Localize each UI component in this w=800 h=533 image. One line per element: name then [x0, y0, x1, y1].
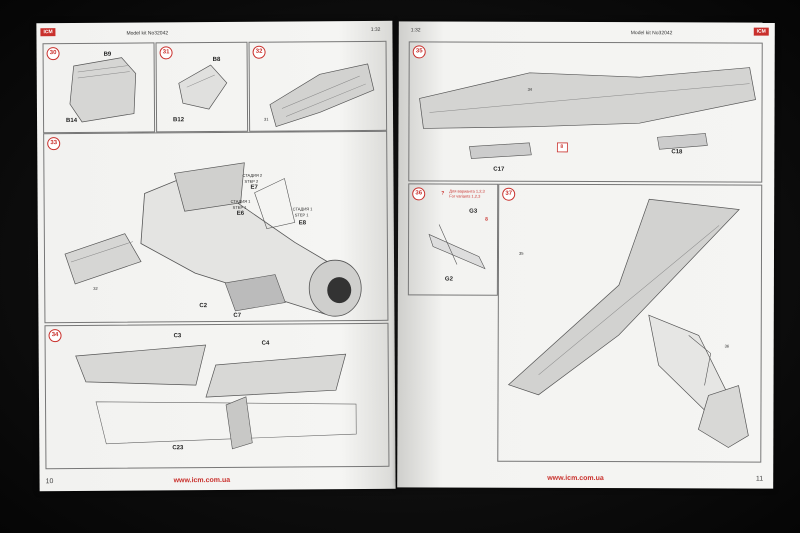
part-label: C18	[671, 149, 683, 156]
header-scale: 1:32	[370, 26, 381, 33]
right-page: 1:32 Model kit No32042 ICM 35 34 8 C17 C…	[397, 21, 775, 489]
stage-label: STEP 1	[294, 212, 309, 218]
header-kit-number: Model kit No32042	[630, 30, 673, 37]
stage-label: STEP 2	[244, 178, 259, 184]
stage-label: STEP 1	[232, 204, 247, 210]
part-label: B9	[103, 51, 112, 58]
header-scale: 1:32	[410, 27, 421, 34]
part-label: B12	[173, 117, 185, 124]
part-label: E6	[236, 210, 245, 217]
part-label: G2	[444, 276, 453, 283]
panel-step-37: 37 35 36	[497, 183, 763, 463]
panel-step-32: 32 31	[248, 40, 388, 132]
fuselage-drawing-33	[64, 162, 362, 317]
header-kit-number: Model kit No32042	[126, 30, 169, 37]
left-page: ICM Model kit No32042 1:32 30 B9 B14 31 …	[36, 20, 396, 492]
part-label: C23	[172, 445, 184, 452]
wing-drawing-35	[419, 67, 756, 159]
part-label: C17	[493, 166, 505, 173]
sub-assembly-ref: 32	[93, 285, 98, 291]
part-label: B8	[212, 56, 221, 64]
wing-drawing-34	[75, 344, 357, 450]
part-label: B14	[66, 117, 78, 125]
stage-label: СТАДИЯ 1	[292, 206, 313, 212]
sub-assembly-ref: 35	[518, 250, 524, 256]
part-label: C3	[173, 333, 182, 340]
panel-step-33: 33 СТАДИЯ 2 STEP 2 E7 СТАДИЯ 1 STEP 1 E6…	[43, 130, 389, 324]
sub-assembly-ref: 31	[264, 116, 269, 122]
part-label: E8	[298, 220, 307, 227]
icm-logo: ICM	[753, 27, 769, 36]
footer-url: www.icm.com.ua	[547, 474, 604, 483]
biplane-drawing-37	[507, 198, 749, 448]
sub-assembly-ref: 34	[527, 86, 533, 92]
panel-step-36: 36 Для варианта 1,2,3 For variants 1,2,3…	[407, 183, 499, 296]
panel-step-31: 31 B8 B12	[155, 41, 249, 133]
stage-label: СТАДИЯ 1	[230, 198, 251, 204]
sub-assembly-ref: 36	[724, 343, 730, 349]
panel-step-30: 30 B9 B14	[42, 42, 156, 134]
strut-drawing-36	[428, 224, 486, 270]
icm-logo: ICM	[40, 28, 56, 37]
part-drawing-32	[269, 63, 375, 128]
page-number: 11	[755, 475, 764, 483]
page-number: 10	[45, 478, 54, 486]
panel-step-34: 34 C3 C4 C23	[44, 322, 390, 470]
part-label: E7	[250, 184, 258, 191]
part-label: C4	[261, 340, 270, 347]
part-label: C2	[199, 303, 208, 310]
part-drawing-30	[69, 57, 137, 123]
part-label: C7	[233, 312, 242, 319]
part-marker: 8	[560, 143, 564, 150]
part-label: G3	[469, 208, 478, 215]
panel-step-35: 35 34 8 C17 C18	[408, 41, 763, 183]
stage-label: СТАДИЯ 2	[242, 172, 263, 178]
part-drawing-31	[178, 64, 228, 110]
footer-url: www.icm.com.ua	[173, 476, 231, 485]
